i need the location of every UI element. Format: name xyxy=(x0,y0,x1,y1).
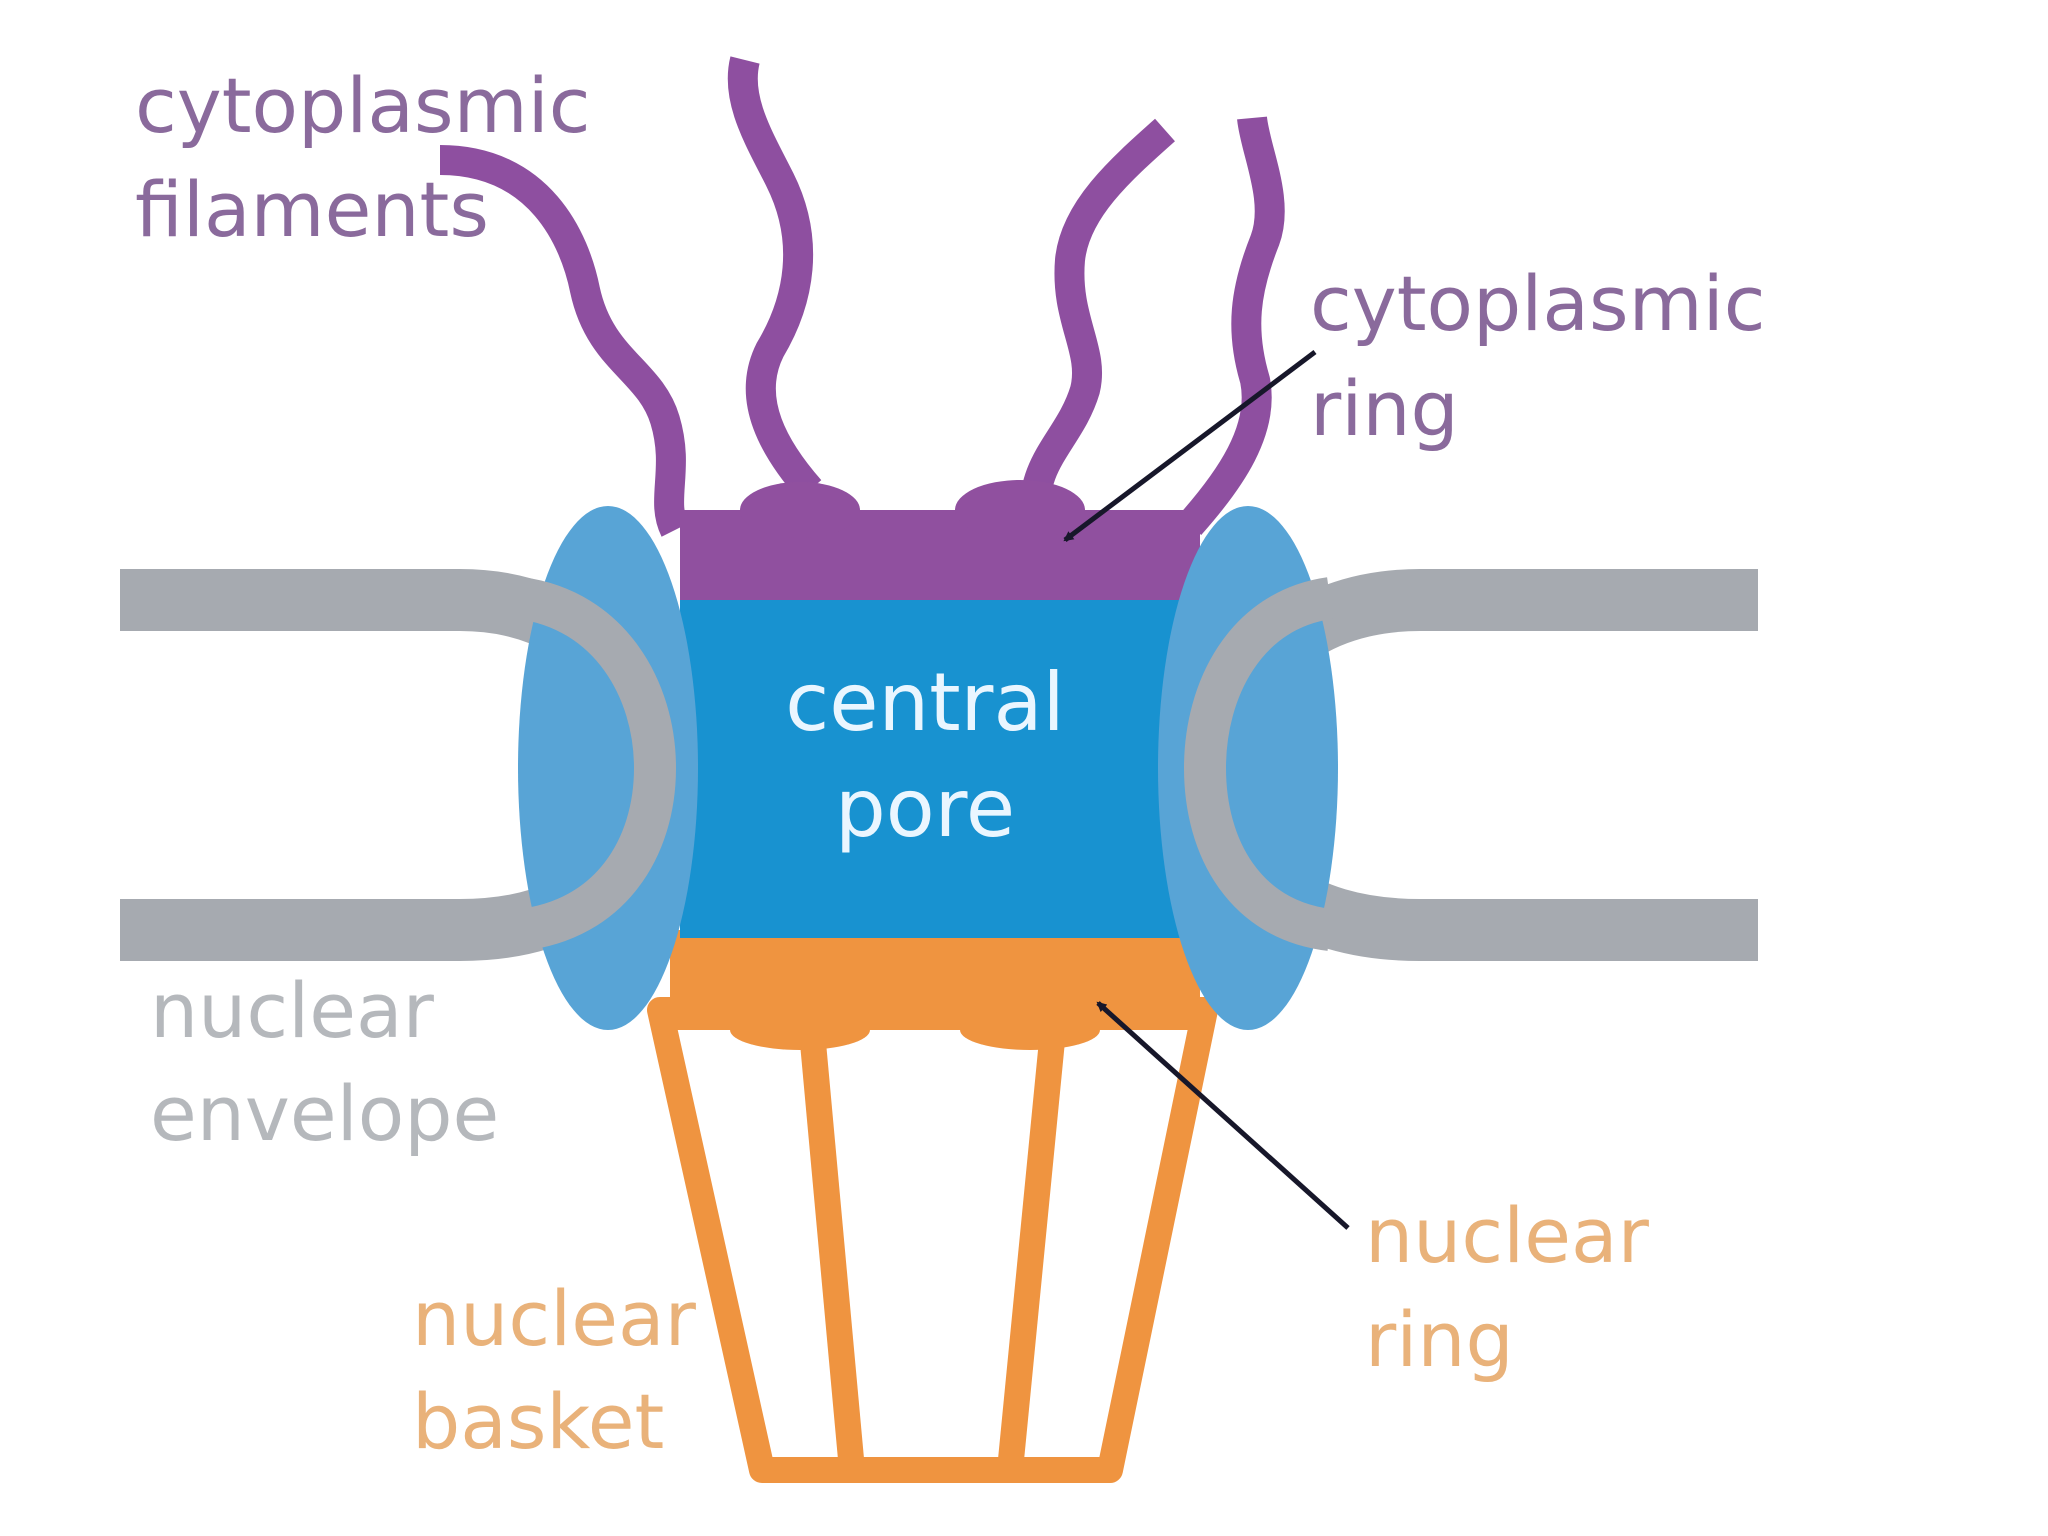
arrow-nuclear-ring xyxy=(1098,1003,1348,1228)
label-nuclear-ring-line2: ring xyxy=(1365,1295,1514,1384)
label-nuclear-envelope: nuclear envelope xyxy=(150,966,499,1158)
label-cytoplasmic-ring-line2: ring xyxy=(1310,364,1459,453)
label-cytoplasmic-filaments: cytoplasmic filaments xyxy=(135,61,591,254)
basket-strut-1 xyxy=(810,1010,852,1470)
label-nuclear-basket-line1: nuclear xyxy=(412,1274,697,1363)
basket-frame xyxy=(660,1010,1205,1470)
label-cytoplasmic-ring: cytoplasmic ring xyxy=(1310,259,1766,453)
label-central-pore-line2: pore xyxy=(835,762,1015,855)
label-cytoplasmic-ring-line1: cytoplasmic xyxy=(1310,259,1766,348)
label-nuclear-basket-line2: basket xyxy=(412,1377,664,1466)
filament-3 xyxy=(1035,130,1165,520)
nuclear-basket xyxy=(660,1010,1205,1470)
label-cytoplasmic-filaments-line1: cytoplasmic xyxy=(135,61,591,150)
label-nuclear-basket: nuclear basket xyxy=(412,1274,697,1466)
label-nuclear-ring-line1: nuclear xyxy=(1365,1191,1650,1280)
filament-4 xyxy=(1190,118,1270,525)
label-cytoplasmic-filaments-line2: filaments xyxy=(135,165,489,254)
basket-strut-2 xyxy=(1010,1010,1055,1470)
label-central-pore-line1: central xyxy=(785,656,1064,749)
nuclear-ring xyxy=(670,930,1200,1050)
label-nuclear-ring: nuclear ring xyxy=(1365,1191,1650,1384)
label-nuclear-envelope-line2: envelope xyxy=(150,1069,499,1158)
label-nuclear-envelope-line1: nuclear xyxy=(150,966,435,1055)
filament-2 xyxy=(743,60,810,490)
